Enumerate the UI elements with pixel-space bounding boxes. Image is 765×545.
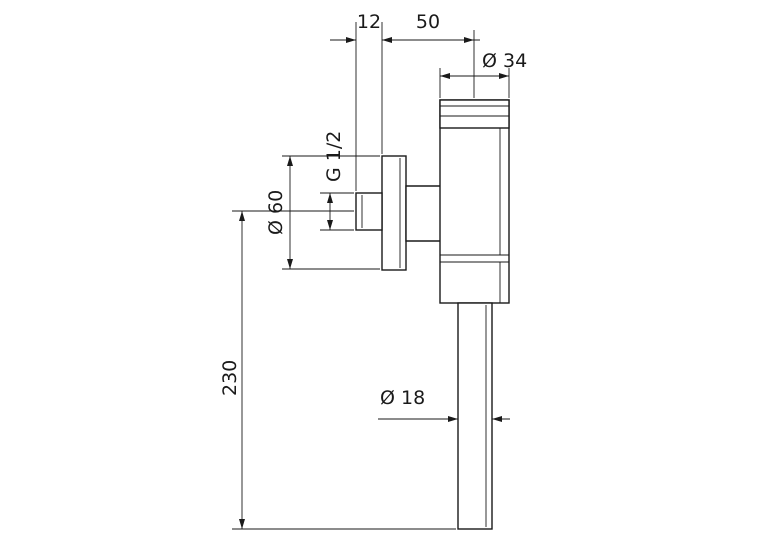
dimension-diameter-60: Ø 60 [265, 155, 380, 270]
dimension-230: 230 [219, 210, 456, 530]
dim-50-label: 50 [416, 11, 440, 33]
dimension-diameter-34: Ø 34 [439, 50, 527, 98]
dim-230-label: 230 [219, 360, 241, 396]
wall-flange [381, 155, 407, 271]
main-body [439, 99, 510, 304]
dim-12-label: 12 [357, 11, 381, 33]
dimension-diameter-18: Ø 18 [378, 387, 510, 422]
dim-18-label: Ø 18 [380, 387, 425, 409]
dim-60-label: Ø 60 [265, 190, 287, 235]
threaded-inlet [355, 192, 383, 231]
dimension-50: 50 [416, 11, 475, 98]
valve-body [355, 99, 510, 530]
dimension-12: 12 [330, 11, 480, 191]
dimension-thread-g12: G 1/2 [320, 131, 354, 231]
flush-pipe [457, 302, 493, 530]
top-cap [439, 99, 510, 129]
dim-34-label: Ø 34 [482, 50, 527, 72]
